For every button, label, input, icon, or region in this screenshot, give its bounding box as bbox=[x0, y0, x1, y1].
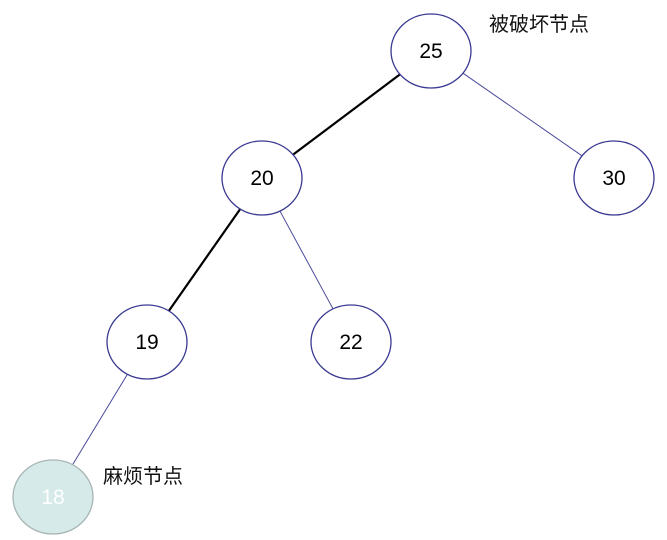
node-value: 22 bbox=[339, 331, 362, 354]
edge-n20-n22 bbox=[279, 210, 334, 310]
edge-n20-n19 bbox=[167, 208, 242, 312]
node-value: 19 bbox=[135, 331, 158, 354]
edge-n25-n20 bbox=[292, 73, 401, 156]
node-circle bbox=[310, 304, 392, 380]
node-circle bbox=[106, 304, 188, 380]
edge-n25-n30 bbox=[462, 72, 583, 157]
node-value: 30 bbox=[602, 167, 625, 190]
node-circle bbox=[390, 13, 472, 89]
tree-node-22: 22 bbox=[310, 304, 392, 380]
tree-node-19: 19 bbox=[106, 304, 188, 380]
trouble-node-label: 麻烦节点 bbox=[103, 464, 183, 488]
node-value: 18 bbox=[41, 486, 64, 509]
node-circle bbox=[573, 140, 655, 216]
tree-node-30: 30 bbox=[573, 140, 655, 216]
node-value: 20 bbox=[250, 167, 273, 190]
broken-node-label: 被破坏节点 bbox=[489, 12, 589, 36]
edge-n19-n18 bbox=[72, 374, 128, 465]
node-circle bbox=[12, 459, 94, 535]
tree-node-25: 25 bbox=[390, 13, 472, 89]
tree-node-20: 20 bbox=[221, 140, 303, 216]
node-value: 25 bbox=[419, 40, 442, 63]
tree-node-18: 18 bbox=[12, 459, 94, 535]
node-circle bbox=[221, 140, 303, 216]
